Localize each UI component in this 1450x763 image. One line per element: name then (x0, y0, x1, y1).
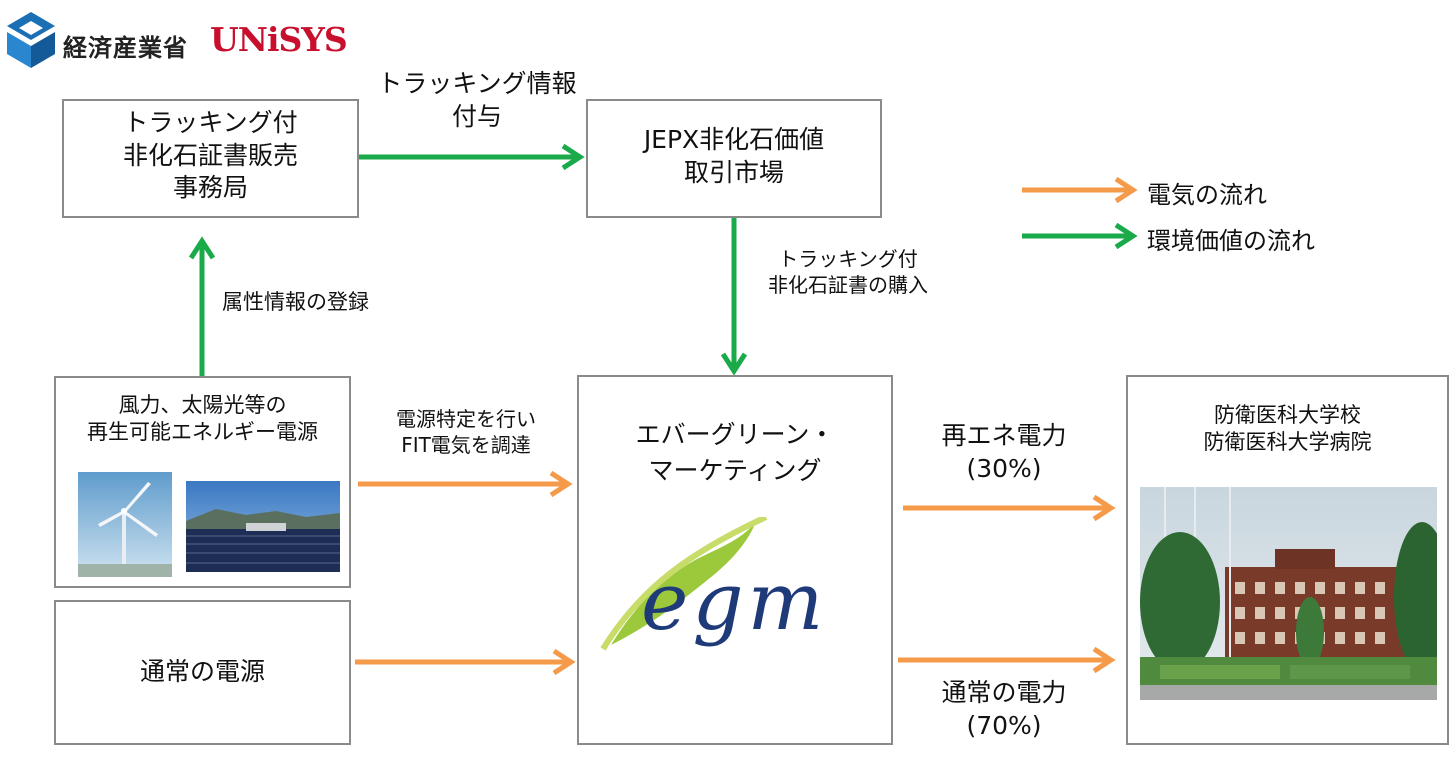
label-attribute-registration: 属性情報の登録 (222, 290, 369, 314)
label-normal-power: 通常の電力 (70%) (914, 677, 1094, 742)
label-renewable-power: 再エネ電力 (30%) (914, 420, 1094, 485)
customer-line-2: 防衛医科大学病院 (1203, 430, 1372, 455)
legend-electricity-flow: 電気の流れ (1147, 181, 1267, 209)
jepx-line-1: JEPX非化石価値 (643, 125, 825, 154)
label-renewable-power-line-1: 再エネ電力 (941, 421, 1067, 450)
tracking-office-line-1: トラッキング付 (123, 108, 298, 137)
egm-line-1: エバーグリーン・ (635, 420, 835, 449)
label-source-specification-line-2: FIT電気を調達 (401, 433, 531, 457)
renewable-source-box: 風力、太陽光等の 再生可能エネルギー電源 (54, 376, 351, 588)
label-certificate-purchase-line-2: 非化石証書の購入 (768, 273, 928, 297)
tracking-office-line-3: 事務局 (172, 173, 248, 202)
label-normal-power-line-2: (70%) (966, 710, 1042, 740)
tracking-office-line-2: 非化石証書販売 (122, 140, 298, 170)
normal-source-label: 通常の電源 (139, 657, 265, 686)
normal-source-box: 通常の電源 (54, 600, 351, 745)
customer-box: 防衛医科大学校 防衛医科大学病院 (1126, 375, 1449, 745)
renewable-line-2: 再生可能エネルギー電源 (87, 420, 318, 445)
label-certificate-purchase: トラッキング付 非化石証書の購入 (748, 246, 948, 298)
label-tracking-info-line-2: 付与 (451, 101, 502, 131)
label-tracking-info: トラッキング情報 付与 (372, 68, 582, 133)
label-source-specification: 電源特定を行い FIT電気を調達 (368, 406, 564, 458)
solar-panel-image (186, 481, 340, 572)
meti-mark-icon (7, 12, 55, 68)
customer-line-1: 防衛医科大学校 (1214, 403, 1361, 427)
label-source-specification-line-1: 電源特定を行い (396, 407, 536, 431)
label-renewable-power-line-2: (30%) (966, 453, 1042, 483)
university-building-image (1140, 487, 1437, 700)
egm-box: エバーグリーン・ マーケティング egm (577, 375, 893, 745)
egm-logo: egm (591, 514, 881, 657)
jepx-market-box: JEPX非化石価値 取引市場 (586, 99, 882, 218)
label-normal-power-line-1: 通常の電力 (941, 678, 1067, 707)
meti-name: 経済産業省 (63, 34, 188, 62)
label-tracking-info-line-1: トラッキング情報 (377, 69, 577, 98)
egm-line-2: マーケティング (648, 456, 822, 486)
egm-logo-text: egm (641, 555, 828, 648)
renewable-line-1: 風力、太陽光等の (118, 393, 287, 417)
legend-environmental-value-flow: 環境価値の流れ (1147, 227, 1315, 255)
jepx-line-2: 取引市場 (683, 157, 784, 187)
wind-turbine-image (78, 472, 172, 577)
unisys-logo: UNiSYS (210, 20, 348, 59)
label-certificate-purchase-line-1: トラッキング付 (778, 247, 918, 271)
meti-logo: 経済産業省 (5, 10, 205, 70)
egm-leaf-icon (600, 514, 768, 651)
tracking-office-box: トラッキング付 非化石証書販売 事務局 (62, 99, 359, 218)
